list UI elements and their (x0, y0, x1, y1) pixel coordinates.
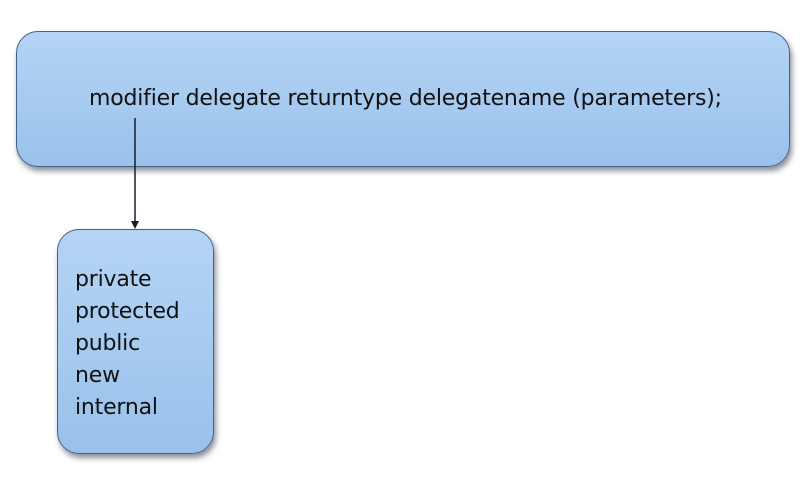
modifiers-box: private protected public new internal (57, 229, 214, 454)
modifier-arrow-head (131, 221, 139, 229)
modifier-item-new: new (75, 363, 120, 388)
delegate-syntax-text: modifier delegate returntype delegatenam… (89, 86, 722, 111)
modifier-item-internal: internal (75, 395, 158, 420)
modifier-item-protected: protected (75, 299, 180, 324)
modifiers-list: private protected public new internal (75, 264, 180, 424)
modifier-item-private: private (75, 267, 152, 292)
syntax-box: modifier delegate returntype delegatenam… (16, 31, 790, 167)
modifier-item-public: public (75, 331, 140, 356)
